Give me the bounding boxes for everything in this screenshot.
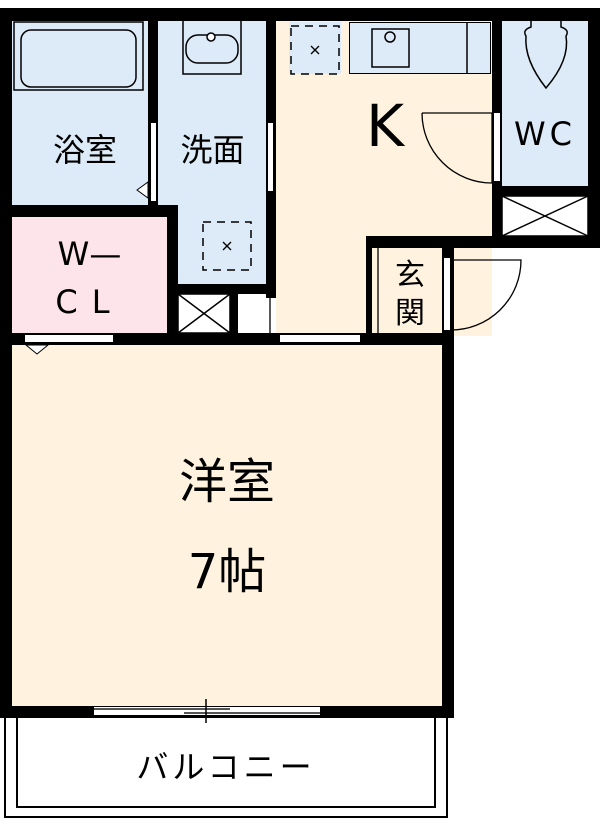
- washer-x-icon: [222, 241, 232, 251]
- wash-door-opening: [268, 123, 273, 191]
- wall-storage-bottom: [370, 236, 600, 248]
- washroom-label: 洗面: [180, 131, 245, 169]
- pipe-shaft-icon: [177, 293, 231, 334]
- wall-wash-bottom: [167, 284, 276, 294]
- closet-label-line2: CL: [55, 283, 124, 321]
- wall-bath-bottom: [0, 205, 178, 217]
- wall-wc-bottom: [492, 186, 600, 196]
- wc-door-swing-icon: [421, 112, 493, 184]
- western-room-label-line1: 洋室: [178, 454, 275, 510]
- wc-room: [502, 20, 588, 186]
- entrance-door-swing-icon: [449, 259, 522, 331]
- entrance-label-line2: 関: [395, 296, 425, 331]
- wall-bath-wash: [148, 8, 158, 208]
- wall-shaft-right: [230, 284, 238, 340]
- entrance-label-line1: 玄: [395, 258, 425, 293]
- bath-label: 浴室: [52, 131, 117, 169]
- closet-door-opening: [25, 335, 113, 342]
- closet-door-marker: [24, 344, 50, 355]
- entrance-door-opening: [444, 258, 450, 330]
- storage-box-icon: [501, 195, 589, 237]
- wall-entrance-right: [442, 236, 454, 716]
- kitchen-door-opening: [280, 335, 360, 342]
- western-room-label-line2: 7帖: [187, 544, 267, 600]
- wall-entrance-left: [366, 236, 372, 336]
- washing-machine-pan-icon: [202, 221, 252, 271]
- bathtub-icon: [13, 21, 144, 91]
- bath-room: [12, 20, 149, 206]
- wc-door-opening: [494, 113, 500, 181]
- toilet-icon: [524, 20, 568, 90]
- balcony-window: [94, 707, 320, 715]
- balcony-label: バルコニー: [136, 748, 316, 786]
- walk-in-closet: [12, 217, 167, 333]
- western-room: [12, 345, 442, 707]
- wall-closet-right: [167, 205, 178, 340]
- washbasin-icon: [182, 19, 242, 75]
- closet-label-line1: W—: [57, 235, 122, 273]
- kitchen-label: K: [365, 92, 405, 160]
- entrance-area: [370, 245, 442, 336]
- bath-door-marker: [136, 181, 149, 199]
- wall-left: [0, 8, 12, 718]
- kitchen-vent-icon: [290, 25, 340, 75]
- kitchen-sink-icon: [371, 22, 468, 74]
- balcony-outline: [4, 718, 448, 818]
- utility-shaft-kitchen: [289, 22, 341, 74]
- wc-label: WC: [514, 115, 576, 153]
- bath-door-opening: [151, 123, 156, 201]
